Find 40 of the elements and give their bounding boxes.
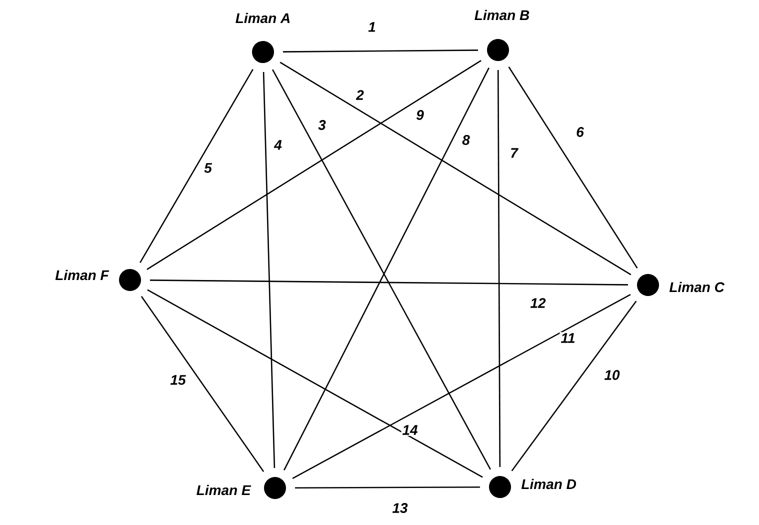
edge-label: 7 [509, 147, 519, 159]
node-label: Liman E [196, 484, 252, 496]
node-label: Liman A [236, 12, 290, 24]
node-label: Liman F [55, 270, 110, 280]
line [295, 486, 480, 489]
edge-label: 11 [560, 332, 576, 344]
dot [252, 41, 274, 63]
node-label: Liman D [521, 478, 576, 490]
dot [487, 39, 509, 61]
line [140, 296, 264, 472]
dot [489, 476, 511, 498]
edge-label: 9 [415, 109, 425, 121]
edge-label: 13 [391, 502, 409, 514]
node-label: Liman C [669, 282, 725, 292]
dot [264, 477, 286, 499]
edge-label: 12 [529, 297, 547, 309]
edge-label: 4 [273, 139, 283, 151]
dot [637, 274, 659, 296]
line [508, 66, 638, 268]
edge-label: 6 [575, 126, 585, 138]
edge-label: 14 [401, 424, 419, 436]
line [147, 289, 483, 478]
edge-label: 15 [169, 374, 187, 386]
line [150, 280, 628, 286]
edge-label: 2 [355, 89, 365, 101]
edge-label: 8 [461, 134, 471, 146]
line [292, 294, 631, 480]
node-label: Liman B [474, 10, 530, 20]
edge-label: 3 [317, 119, 327, 131]
line [511, 300, 637, 472]
line [140, 68, 254, 264]
line [497, 70, 501, 467]
line [280, 62, 632, 276]
edge-label: 5 [203, 162, 213, 174]
line [146, 60, 482, 270]
line [283, 50, 478, 52]
edge-label: 1 [367, 21, 377, 33]
edge-label: 10 [603, 369, 621, 381]
line [262, 72, 276, 468]
dot [119, 269, 141, 291]
